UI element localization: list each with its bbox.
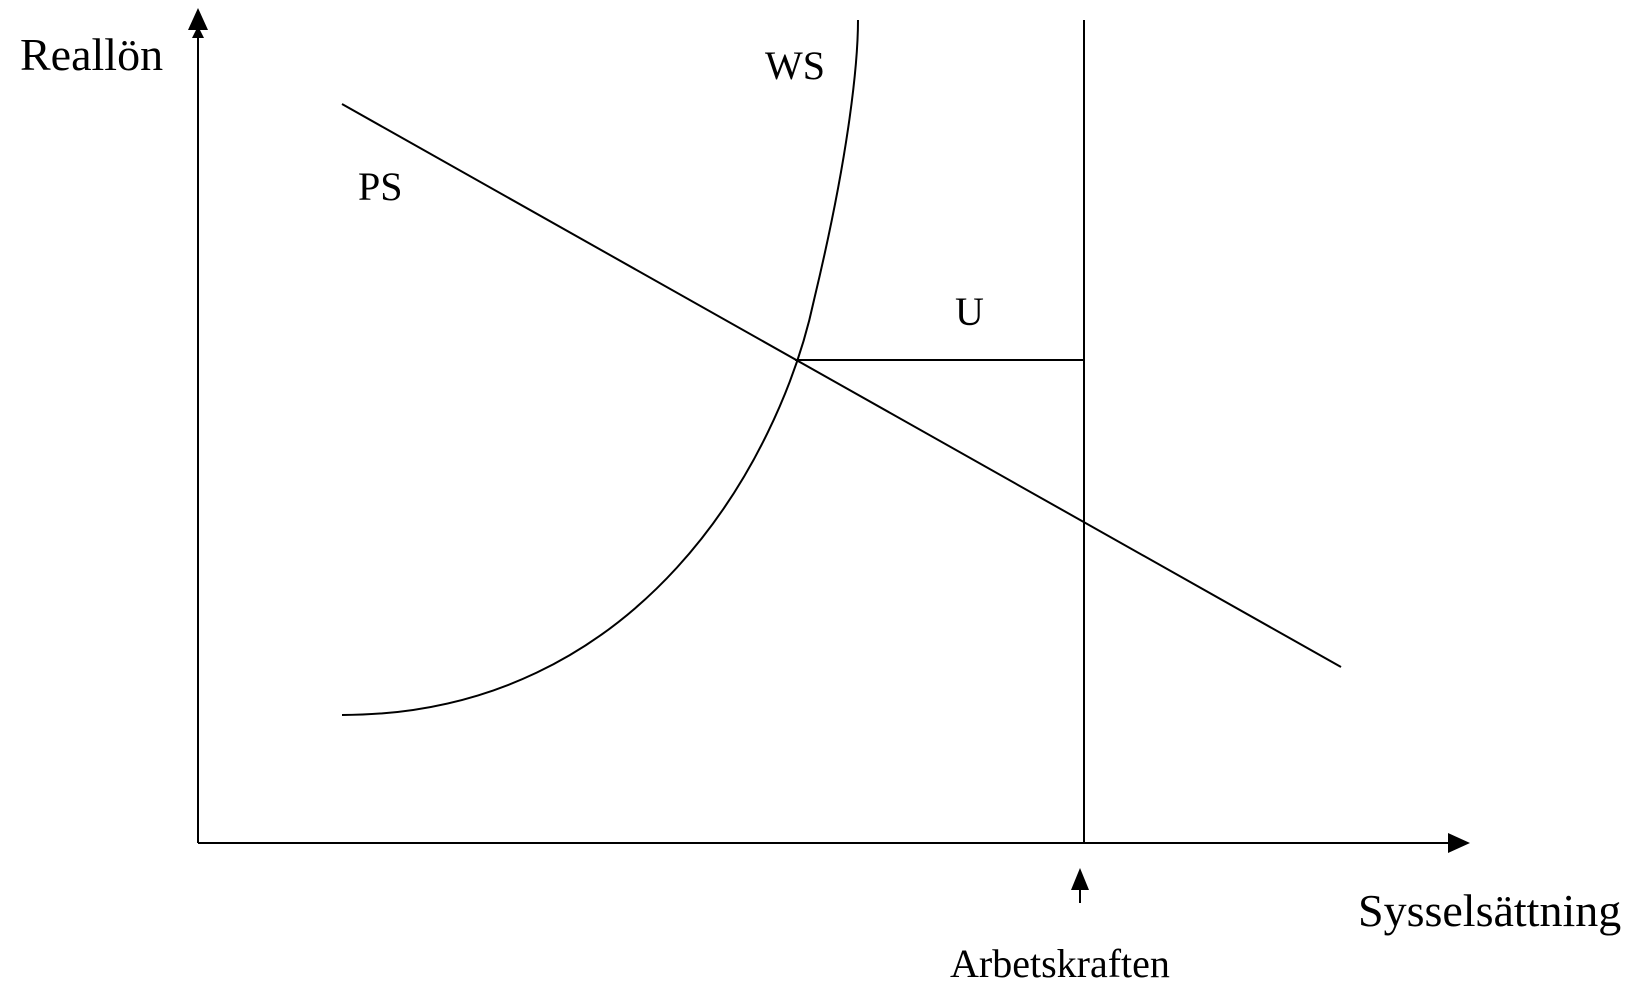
y-axis-title: Reallön xyxy=(20,29,163,80)
labor-force-label: Arbetskraften xyxy=(950,941,1170,981)
ps-curve xyxy=(341,103,1342,668)
x-axis-arrowhead xyxy=(1448,833,1470,853)
x-axis-title: Sysselsättning xyxy=(1358,885,1621,936)
ps-label: PS xyxy=(358,164,403,209)
ws-label: WS xyxy=(765,43,825,88)
labor-force-pointer-arrowhead xyxy=(1071,868,1089,890)
y-axis-arrowhead xyxy=(188,8,208,30)
unemployment-label: U xyxy=(955,289,984,334)
ws-curve xyxy=(341,19,859,716)
